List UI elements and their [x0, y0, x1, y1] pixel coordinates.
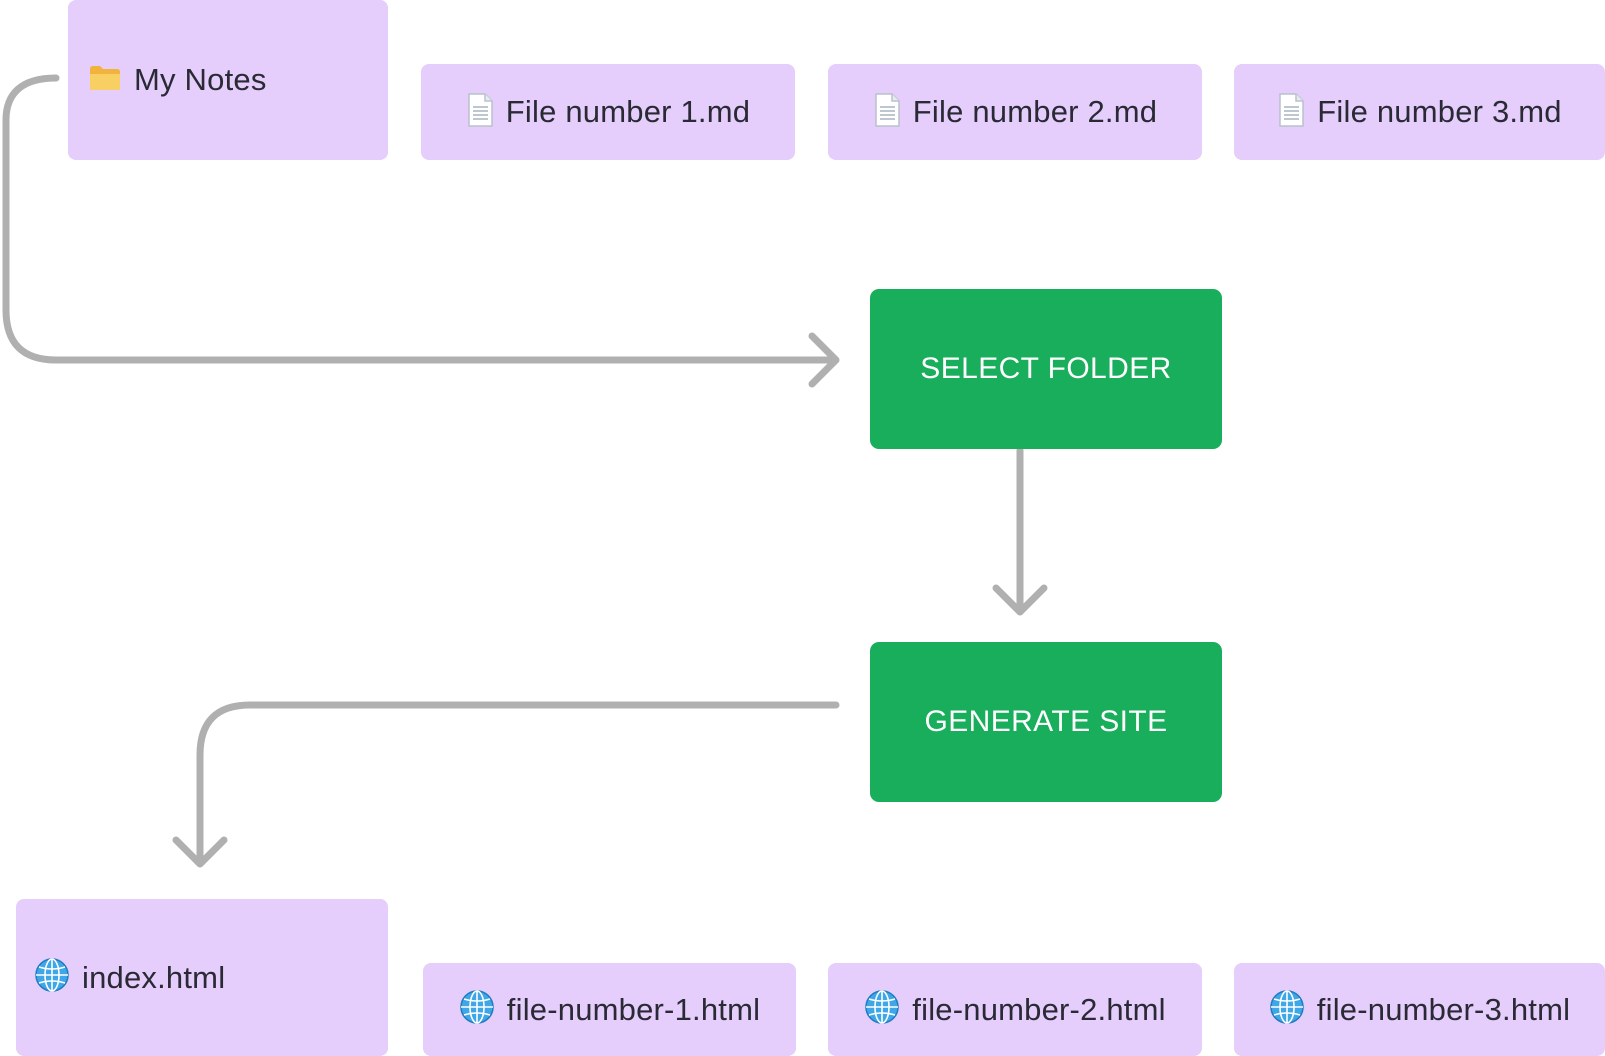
output-page-label: file-number-3.html	[1316, 991, 1571, 1027]
globe-icon	[1269, 989, 1305, 1030]
source-file-card[interactable]: File number 1.md	[421, 64, 795, 160]
source-file-card[interactable]: File number 2.md	[828, 64, 1202, 160]
source-folder-label: My Notes	[134, 62, 267, 97]
globe-icon	[34, 957, 70, 998]
source-file-label: File number 1.md	[505, 94, 751, 129]
arrowhead-index	[172, 836, 228, 868]
output-page-label: file-number-1.html	[506, 991, 761, 1027]
source-file-label: File number 3.md	[1317, 94, 1562, 129]
connector-notes-to-select	[2, 74, 839, 364]
select-folder-label: SELECT FOLDER	[920, 352, 1172, 385]
generate-site-button[interactable]: GENERATE SITE	[870, 642, 1222, 802]
document-icon	[1277, 92, 1305, 132]
folder-icon	[88, 64, 122, 97]
connector-generate-to-index	[196, 701, 840, 866]
document-icon	[466, 92, 494, 132]
output-index-label: index.html	[82, 959, 226, 995]
source-file-card[interactable]: File number 3.md	[1234, 64, 1605, 160]
output-page-card[interactable]: file-number-2.html	[828, 963, 1202, 1056]
arrowhead-select	[808, 332, 840, 388]
source-file-label: File number 2.md	[912, 94, 1158, 129]
arrowhead-generate	[992, 584, 1048, 616]
output-page-card[interactable]: file-number-3.html	[1234, 963, 1605, 1056]
output-page-card[interactable]: file-number-1.html	[423, 963, 796, 1056]
generate-site-label: GENERATE SITE	[924, 705, 1168, 738]
source-folder-card[interactable]: My Notes	[68, 0, 388, 160]
globe-icon	[864, 989, 900, 1030]
output-index-card[interactable]: index.html	[16, 899, 388, 1056]
globe-icon	[459, 989, 495, 1030]
output-page-label: file-number-2.html	[912, 991, 1166, 1027]
document-icon	[873, 92, 901, 132]
select-folder-button[interactable]: SELECT FOLDER	[870, 289, 1222, 449]
